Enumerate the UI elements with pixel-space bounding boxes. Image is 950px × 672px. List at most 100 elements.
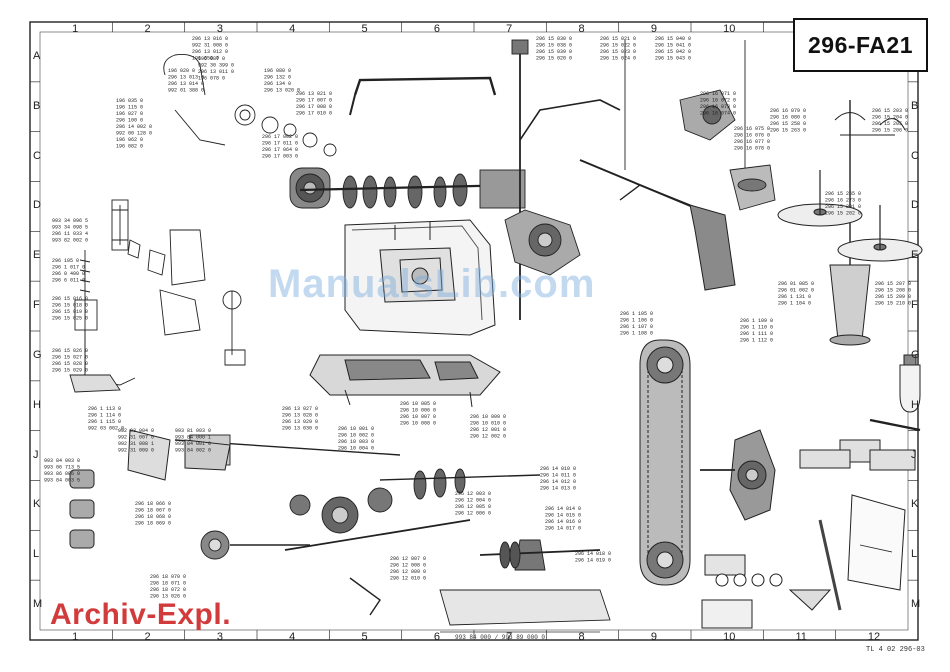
part-number-label: 296 15 024 0 (600, 56, 636, 62)
part-number-label: 296 10 007 0 (400, 414, 436, 420)
part-number-label: 296 01 085 0 (778, 281, 814, 287)
part-number-label: 992 00 128 0 (116, 131, 152, 137)
part-number-label: 296 15 041 0 (655, 43, 691, 49)
timing-belt (639, 339, 691, 586)
grid-row-F-left: F (33, 299, 40, 312)
watermark: ManualsLib.com (268, 262, 596, 306)
part-number-label: 296 15 023 0 (600, 49, 636, 55)
part-number-label: 296 14 010 0 (540, 466, 576, 472)
part-number-label: 296 17 002 0 (262, 134, 298, 140)
part-number-label: 296 1 106 0 (620, 318, 653, 324)
part-number-label: 296 1 110 0 (740, 325, 773, 331)
part-number-label: 296 0 400 0 (52, 271, 85, 277)
part-number-label: 296 15 204 0 (872, 115, 908, 121)
part-number-label: 296 15 028 0 (52, 361, 88, 367)
part-number-label: 296 15 016 0 (52, 296, 88, 302)
part-number-label: 296 14 002 0 (116, 124, 152, 130)
part-number-label: 196 027 0 (116, 111, 143, 117)
part-number-label: 296 15 208 0 (875, 288, 911, 294)
grid-row-B-left: B (33, 99, 41, 112)
grid-row-L-left: L (33, 548, 40, 561)
grid-column-1-bottom: 1 (72, 631, 79, 643)
part-number-label: 296 10 002 0 (338, 433, 374, 439)
part-number-label: 296 13 014 0 (168, 81, 204, 87)
part-number-label: 296 15 021 0 (600, 36, 636, 42)
part-number-label: 296 13 021 0 (296, 91, 332, 97)
part-number-label: 296 15 022 0 (600, 43, 636, 49)
part-number-label: 296 14 013 0 (540, 486, 576, 492)
part-number-label: 296 12 001 0 (470, 427, 506, 433)
grid-column-3-top: 3 (216, 23, 223, 35)
footer-code: TL 4 02 296-03 (866, 646, 925, 654)
part-number-label: 296 18 071 0 (150, 581, 186, 587)
part-number-label: 992 30 399 0 (198, 63, 234, 69)
grid-column-8-top: 8 (578, 23, 585, 35)
grid-column-4-top: 4 (289, 23, 296, 35)
part-number-label: 993 81 003 0 (175, 428, 211, 434)
part-number-label: 296 14 015 0 (545, 513, 581, 519)
part-number-label: 992 31 008 1 (118, 441, 154, 447)
part-number-label: 992 01 388 0 (168, 88, 204, 94)
part-number-label: 296 105 0 (52, 258, 79, 264)
grid-column-2-bottom: 2 (144, 631, 151, 643)
grid-column-3-bottom: 3 (216, 631, 223, 643)
grid-row-D-left: D (33, 199, 41, 212)
grid-row-C-left: C (33, 149, 41, 162)
part-number-label: 296 13 029 0 (282, 419, 318, 425)
grid-row-M-left: M (33, 598, 43, 611)
part-number-label: 296 100 0 (116, 118, 143, 124)
part-number-label: 296 15 258 0 (770, 121, 806, 127)
grid-column-12-bottom: 12 (867, 631, 881, 643)
grid-row-F-right: F (911, 299, 918, 312)
part-number-label: 296 1 113 0 (88, 406, 121, 412)
part-number-label: 296 15 042 0 (655, 49, 691, 55)
main-shaft-assembly (289, 39, 621, 320)
part-number-label: 296 15 201 0 (825, 204, 861, 210)
part-number-label: 296 16 071 0 (700, 91, 736, 97)
part-number-label: 296 13 028 0 (282, 413, 318, 419)
part-number-label: 296 15 026 0 (52, 348, 88, 354)
part-number-label: 296 10 004 0 (338, 446, 374, 452)
part-number-label: 296 15 018 0 (52, 303, 88, 309)
grid-row-C-right: C (911, 149, 919, 162)
part-number-label: 296 1 115 0 (88, 419, 121, 425)
part-number-label: 296 13 030 0 (282, 426, 318, 432)
part-number-label: 296 12 004 0 (455, 498, 491, 504)
motor-unit (700, 429, 776, 576)
grid-row-M-right: M (911, 598, 921, 611)
part-number-label: 993 84 000 1 (175, 435, 211, 441)
part-number-label: 296 15 040 0 (655, 36, 691, 42)
part-number-label: 196 062 0 (116, 137, 143, 143)
grid-row-H-left: H (33, 398, 41, 411)
grid-column-2-top: 2 (144, 23, 151, 35)
part-number-label: 296 13 020 0 (264, 88, 300, 94)
title-box: 296-FA21 (793, 18, 928, 72)
part-number-label: 296 16 076 0 (734, 133, 770, 139)
grid-column-10-top: 10 (723, 23, 736, 35)
grid-column-9-top: 9 (650, 23, 657, 35)
part-number-label: 993 84 001 0 (175, 441, 211, 447)
part-number-label: 296 12 010 0 (390, 576, 426, 582)
part-number-label: 296 13 012 0 (192, 49, 228, 55)
part-number-label: 993 84 003 5 (44, 478, 80, 484)
part-number-label: 296 132 0 (264, 75, 291, 81)
part-number-label: 296 14 016 0 (545, 519, 581, 525)
part-number-label: 296 1 114 0 (88, 413, 121, 419)
part-number-label: 296 16 273 0 (825, 198, 861, 204)
part-number-label: 296 17 007 0 (296, 98, 332, 104)
part-number-label: 992 31 009 0 (118, 448, 154, 454)
grid-column-7-top: 7 (506, 23, 513, 35)
part-number-label: 296 15 265 0 (825, 191, 861, 197)
part-number-label: 296 01 002 0 (778, 288, 814, 294)
part-number-label: 993 84 002 0 (175, 448, 211, 454)
part-number-label: 196 050 0 (192, 56, 219, 62)
part-number-label: 296 17 010 0 (296, 111, 332, 117)
grid-row-J-right: J (911, 448, 917, 461)
presser-foot-parts (69, 429, 231, 549)
grid-row-G-left: G (33, 348, 42, 361)
part-number-label: 296 15 207 0 (875, 281, 911, 287)
part-number-label: 296 1 109 0 (740, 318, 773, 324)
part-number-label: 296 16 078 0 (734, 146, 770, 152)
part-number-label: 296 13 027 0 (282, 406, 318, 412)
